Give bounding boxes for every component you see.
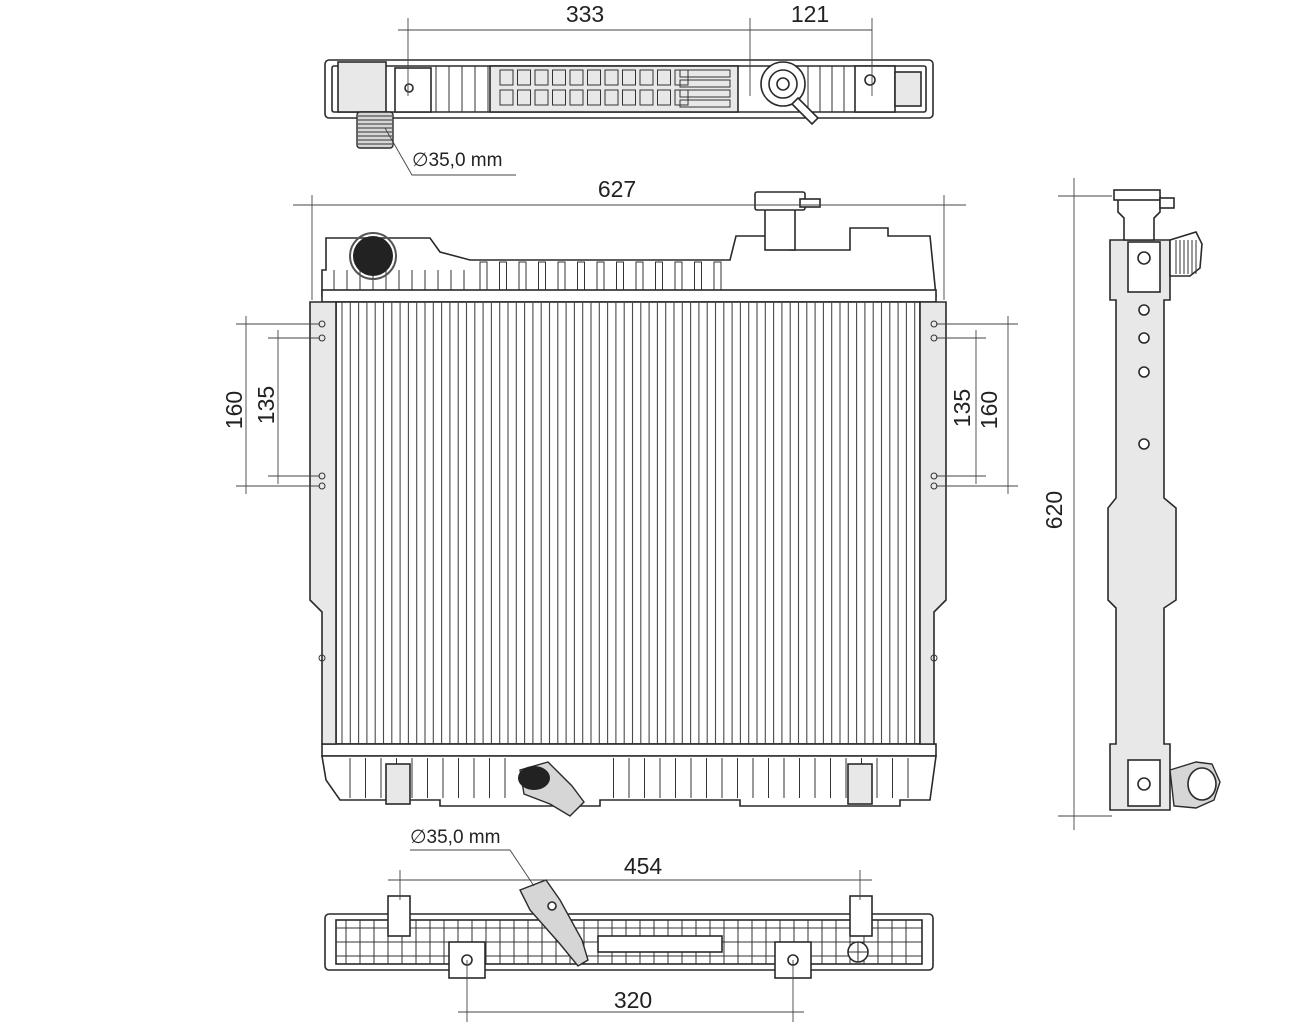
side-filler-cap xyxy=(1113,189,1161,201)
bottom-view xyxy=(324,879,934,979)
front-view xyxy=(309,191,947,817)
side-hole-1 xyxy=(1138,304,1150,316)
top-inlet-pipe-threads xyxy=(358,115,392,145)
front-bottom-left-mount xyxy=(385,763,411,805)
top-view-dimensions: 333 121 ∅35,0 mm xyxy=(384,1,873,176)
bottom-pipe-diameter-label: ∅35,0 mm xyxy=(410,827,500,848)
dim-320-label: 320 xyxy=(614,987,652,1013)
side-hole-4 xyxy=(1138,438,1150,450)
bottom-right-bracket xyxy=(849,895,873,937)
top-left-bracket xyxy=(337,61,387,113)
dim-454-label: 454 xyxy=(624,853,663,879)
front-inlet-port xyxy=(353,236,393,276)
side-view: 620 xyxy=(1041,178,1221,830)
side-outlet-port xyxy=(1187,767,1217,801)
dim-620-label: 620 xyxy=(1041,491,1067,529)
top-right-mount xyxy=(854,65,896,113)
front-filler-cap xyxy=(754,191,806,211)
side-tank xyxy=(1107,239,1177,811)
front-view-dimensions: 627 160 135 135 160 xyxy=(221,176,1018,494)
front-outlet-port xyxy=(518,766,550,790)
top-inlet-pipe xyxy=(356,111,394,149)
bottom-outlet-pipe xyxy=(519,879,589,967)
side-hole-3 xyxy=(1138,366,1150,378)
top-right-bracket xyxy=(894,71,922,107)
dim-left-160-label: 160 xyxy=(221,391,247,429)
front-core-header-top xyxy=(321,289,937,303)
dim-left-135-label: 135 xyxy=(253,386,279,424)
front-left-side-bracket xyxy=(309,301,337,745)
top-right-mount-hole xyxy=(864,74,876,86)
front-right-side-bracket xyxy=(919,301,947,745)
front-overflow xyxy=(799,198,821,208)
bottom-left-bracket xyxy=(387,895,411,937)
front-core-header-bottom xyxy=(321,743,937,757)
top-left-mount-hole xyxy=(404,83,414,93)
dim-121-label: 121 xyxy=(791,1,829,27)
side-upper-mount xyxy=(1127,241,1161,293)
bottom-outlet-pipe-marker xyxy=(547,901,557,911)
side-overflow xyxy=(1159,197,1175,209)
front-top-tank xyxy=(321,227,937,297)
dim-right-160-label: 160 xyxy=(976,391,1002,429)
dim-627-label: 627 xyxy=(598,176,636,202)
top-pipe-diameter-label: ∅35,0 mm xyxy=(412,150,502,171)
dim-right-135-label: 135 xyxy=(949,389,975,427)
filler-cap-center xyxy=(776,77,790,91)
overflow-nozzle xyxy=(790,96,820,126)
side-lower-mount-hole xyxy=(1137,777,1151,791)
bottom-view-dimensions: ∅35,0 mm 454 320 xyxy=(388,827,872,1022)
side-upper-mount-hole xyxy=(1137,251,1151,265)
side-inlet-pipe xyxy=(1169,231,1203,277)
front-core-tubes xyxy=(341,302,916,744)
side-hole-2 xyxy=(1138,332,1150,344)
side-filler-neck xyxy=(1117,195,1161,241)
bottom-center-slot xyxy=(597,935,723,953)
dim-333-label: 333 xyxy=(566,1,604,27)
top-view xyxy=(324,59,934,149)
top-tank-ribs xyxy=(435,65,845,113)
side-inlet-pipe-threads xyxy=(1175,240,1197,274)
front-bottom-right-mount xyxy=(847,763,873,805)
front-core xyxy=(335,301,921,745)
